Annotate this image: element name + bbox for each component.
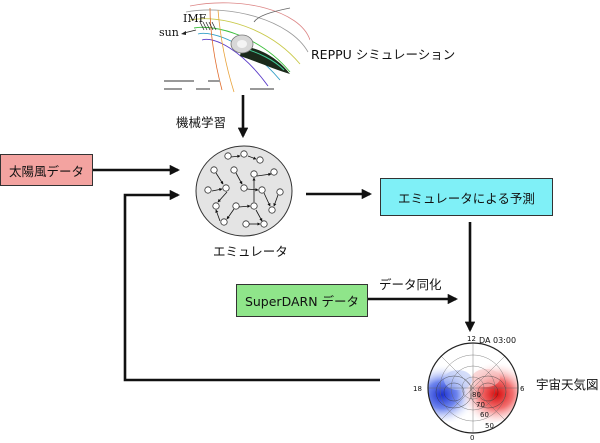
mlt-label-top: 12 xyxy=(467,335,476,343)
polar-map xyxy=(427,342,519,434)
lat-label-60: 60 xyxy=(480,411,489,419)
simulation-thumbnail xyxy=(164,2,310,93)
emulator-prediction-box: エミュレータによる予測 xyxy=(380,178,553,216)
map-title: DA 03:00 xyxy=(479,336,517,345)
space-weather-map-label: 宇宙天気図 xyxy=(536,377,599,392)
emulator-label: エミュレータ xyxy=(213,244,288,259)
mlt-label-right: 6 xyxy=(520,385,525,393)
lat-label-50: 50 xyxy=(485,422,494,430)
data-assimilation-label: データ同化 xyxy=(379,277,442,292)
feedback-loop xyxy=(123,189,380,382)
imf-label: IMF xyxy=(183,12,207,25)
solar-wind-data-box: 太陽風データ xyxy=(0,154,93,186)
superdarn-data-box: SuperDARN データ xyxy=(236,284,368,317)
mlt-label-bottom: 0 xyxy=(470,434,475,442)
lat-label-80: 80 xyxy=(472,391,481,399)
emulator-network xyxy=(195,145,293,237)
machine-learning-label: 機械学習 xyxy=(176,115,227,130)
mlt-label-left: 18 xyxy=(413,385,422,393)
lat-label-70: 70 xyxy=(476,401,485,409)
sun-label: sun xyxy=(159,26,179,39)
simulation-label: REPPU シミュレーション xyxy=(311,47,456,62)
